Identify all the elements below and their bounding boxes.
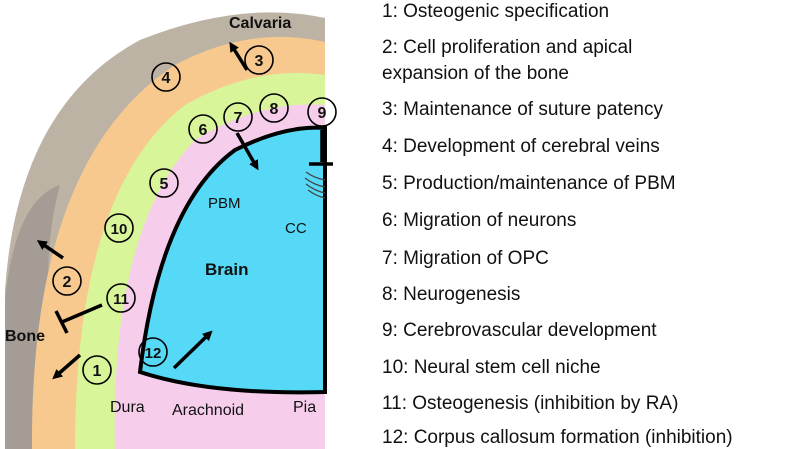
legend-item-1: 1: Osteogenic specification bbox=[382, 1, 610, 22]
marker-8: 8 bbox=[259, 93, 289, 123]
legend-item-4: 4: Development of cerebral veins bbox=[382, 136, 660, 157]
arrow-7 bbox=[172, 330, 213, 370]
legend-item-12: 12: Corpus callosum formation (inhibitio… bbox=[382, 427, 733, 448]
legend-item-7: 7: Migration of OPC bbox=[382, 248, 549, 269]
svg-text:10: 10 bbox=[111, 221, 128, 238]
svg-text:5: 5 bbox=[160, 176, 169, 193]
legend-item-8: 8: Neurogenesis bbox=[382, 284, 521, 305]
legend-item-9: 9: Cerebrovascular development bbox=[382, 320, 657, 341]
svg-text:3: 3 bbox=[255, 53, 264, 70]
svg-text:6: 6 bbox=[199, 122, 208, 139]
label-pia: Pia bbox=[293, 399, 316, 416]
marker-2: 2 bbox=[52, 266, 82, 296]
label-bone: Bone bbox=[5, 328, 45, 345]
legend-item-3: 3: Maintenance of suture patency bbox=[382, 99, 663, 120]
marker-3: 3 bbox=[244, 45, 274, 75]
svg-text:4: 4 bbox=[162, 70, 171, 87]
marker-4: 4 bbox=[151, 62, 181, 92]
legend-item-10: 10: Neural stem cell niche bbox=[382, 357, 601, 378]
legend-item-2: 2: Cell proliferation and apical bbox=[382, 37, 633, 58]
marker-1: 1 bbox=[82, 355, 112, 385]
corpus-callosum-lines bbox=[304, 171, 326, 199]
label-brain: Brain bbox=[205, 260, 248, 279]
svg-text:8: 8 bbox=[270, 101, 279, 118]
label-dura: Dura bbox=[110, 399, 145, 416]
svg-text:2: 2 bbox=[63, 274, 72, 291]
svg-text:1: 1 bbox=[93, 363, 102, 380]
label-cc: CC bbox=[285, 220, 307, 237]
svg-text:12: 12 bbox=[145, 345, 162, 362]
marker-10: 10 bbox=[104, 213, 134, 243]
marker-11: 11 bbox=[106, 283, 136, 313]
arrow-8 bbox=[235, 132, 259, 171]
svg-text:9: 9 bbox=[318, 105, 327, 122]
marker-7: 7 bbox=[223, 102, 253, 132]
inhibition-11-line bbox=[61, 303, 103, 324]
marker-9: 9 bbox=[307, 97, 337, 127]
legend-item-5: 5: Production/maintenance of PBM bbox=[382, 173, 676, 194]
marker-6: 6 bbox=[188, 114, 218, 144]
legend-item-6: 6: Migration of neurons bbox=[382, 210, 577, 231]
svg-text:11: 11 bbox=[113, 291, 129, 308]
legend-list: 1: Osteogenic specification 2: Cell prol… bbox=[382, 0, 800, 449]
legend-item-11: 11: Osteogenesis (inhibition by RA) bbox=[382, 393, 679, 414]
marker-12: 12 bbox=[138, 337, 168, 367]
label-pbm: PBM bbox=[208, 195, 241, 212]
svg-text:7: 7 bbox=[234, 110, 243, 127]
marker-5: 5 bbox=[149, 168, 179, 198]
arrow-1 bbox=[52, 353, 82, 380]
brain-region bbox=[137, 125, 327, 395]
arrow-3 bbox=[229, 41, 249, 71]
label-arachnoid: Arachnoid bbox=[172, 402, 244, 419]
label-calvaria: Calvaria bbox=[229, 15, 291, 32]
arrow-2 bbox=[36, 240, 64, 260]
inhibition-11-bar bbox=[54, 310, 69, 334]
legend-item-2-continued: expansion of the bone bbox=[382, 63, 569, 84]
